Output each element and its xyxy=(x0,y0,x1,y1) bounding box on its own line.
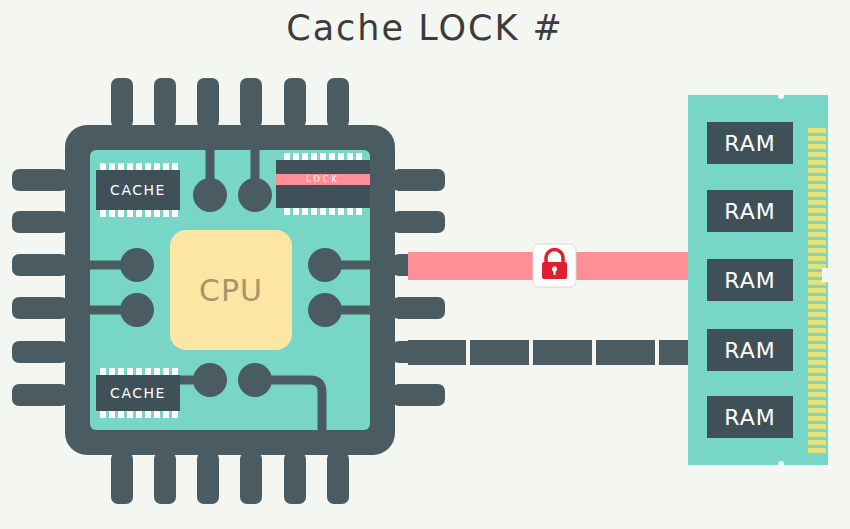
chip-label: RAM xyxy=(724,131,775,156)
ram-chip: RAM xyxy=(707,396,793,438)
ram-chip: RAM xyxy=(707,190,793,232)
ram-chip: RAM xyxy=(707,122,793,164)
ram-chip: RAM xyxy=(707,329,793,371)
lock-label: LOCK xyxy=(276,174,370,185)
cache-chip: CACHE xyxy=(96,375,180,411)
cache-chip: CACHE xyxy=(96,170,180,210)
chip-label: CACHE xyxy=(110,182,166,198)
chip-label: CPU xyxy=(199,273,263,308)
chip-label: RAM xyxy=(724,338,775,363)
diagram-title: Cache LOCK # xyxy=(0,8,850,48)
chip-label: RAM xyxy=(724,199,775,224)
chip-label: RAM xyxy=(724,405,775,430)
chip-label: RAM xyxy=(724,268,775,293)
ram-chip: RAM xyxy=(707,259,793,301)
chip-label: CACHE xyxy=(110,385,166,401)
lock-chip: LOCK xyxy=(276,160,370,208)
cpu-core: CPU xyxy=(170,230,292,350)
